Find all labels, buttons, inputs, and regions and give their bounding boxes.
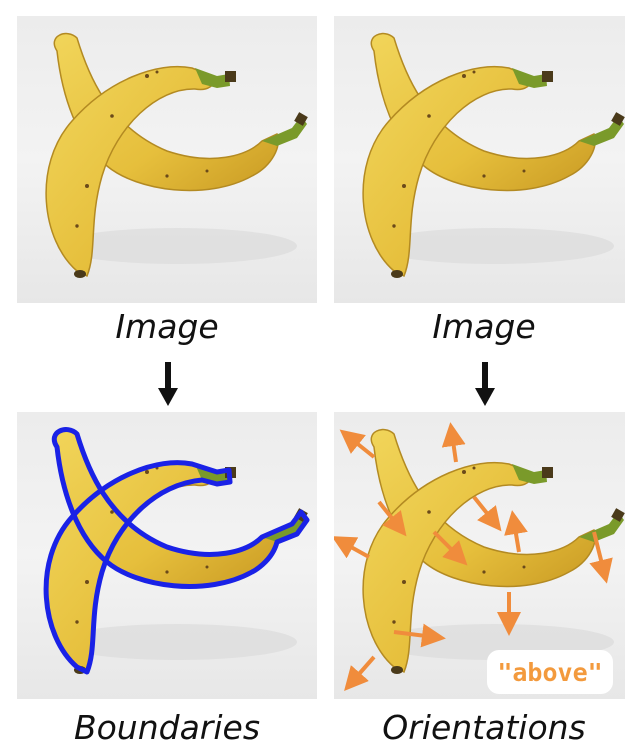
banana-image xyxy=(334,16,625,303)
boundaries-panel xyxy=(17,412,317,699)
down-arrow-icon xyxy=(475,362,495,406)
banana-image xyxy=(17,16,317,303)
image-panel-top-left xyxy=(17,16,317,303)
image-panel-top-right xyxy=(334,16,625,303)
caption-boundaries: Boundaries xyxy=(17,708,317,747)
caption-image-left: Image xyxy=(17,307,317,346)
down-arrow-icon xyxy=(158,362,178,406)
relation-badge: "above" xyxy=(487,650,613,694)
caption-image-right: Image xyxy=(334,307,625,346)
caption-orientations: Orientations xyxy=(334,708,625,747)
banana-boundaries-image xyxy=(17,412,317,699)
